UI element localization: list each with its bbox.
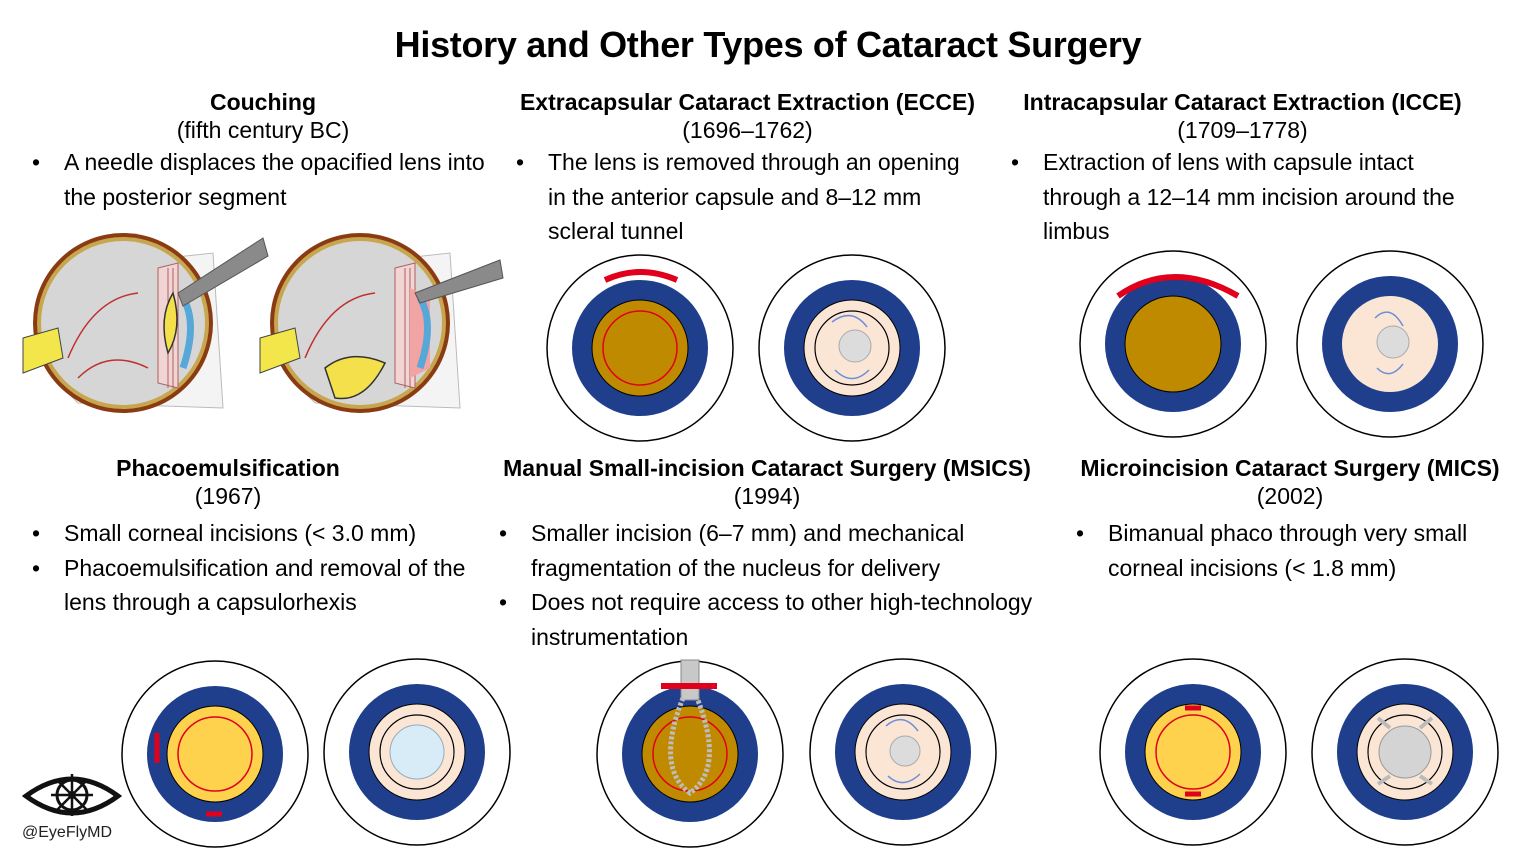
msics-heading: Manual Small-incision Cataract Surgery (…: [503, 455, 1031, 481]
cataract-lens: [641, 705, 739, 803]
ecce-bullet: The lens is removed through an opening i…: [512, 145, 982, 249]
logo-eye-outline: [22, 776, 122, 816]
page-title: History and Other Types of Cataract Surg…: [394, 24, 1142, 65]
optic-nerve: [22, 327, 64, 374]
couching-needle: [414, 259, 504, 304]
mics-diagram-before: [1099, 658, 1287, 846]
phaco-diagram-before: [121, 660, 309, 848]
msics-diagram-after: [809, 658, 997, 846]
iol-haptics: [831, 314, 870, 380]
cornea-arc: [416, 296, 431, 370]
vitreous-body: [41, 241, 205, 405]
ecce-diagram-after: [758, 254, 946, 442]
phaco-bullet: Phacoemulsification and removal of the l…: [28, 551, 478, 620]
phaco-diagram-after: [323, 658, 511, 846]
msics-bullet: Does not require access to other high-te…: [495, 585, 1035, 654]
phaco-bullet: Small corneal incisions (< 3.0 mm): [28, 516, 478, 551]
anterior-chamber-lens: [1376, 325, 1410, 359]
icce-heading: Intracapsular Cataract Extraction (ICCE): [1023, 89, 1462, 115]
icce-bullets: Extraction of lens with capsule intact t…: [1007, 145, 1487, 249]
msics-bullets: Smaller incision (6–7 mm) and mechanical…: [495, 516, 1035, 654]
icce-bullet: Extraction of lens with capsule intact t…: [1007, 145, 1487, 249]
couching-eye-illustration-2: [259, 233, 504, 413]
irrigating-vectis: [680, 659, 700, 701]
msics-diagram-before: [596, 659, 784, 848]
capsulorhexis: [1155, 714, 1231, 790]
brand-handle: @EyeFlyMD: [22, 824, 113, 841]
ecce-bullets: The lens is removed through an opening i…: [512, 145, 982, 249]
scleral-tunnel-incision: [603, 269, 679, 283]
mics-bullet: Bimanual phaco through very small cornea…: [1072, 516, 1522, 585]
iol-haptics: [885, 718, 921, 784]
couching-bullet: A needle displaces the opacified lens in…: [28, 145, 508, 214]
cataract-lens: [1144, 703, 1242, 801]
mics-diagram-after: [1311, 658, 1499, 846]
nucleus-snare: [668, 697, 712, 797]
intraocular-lens: [389, 724, 445, 780]
msics-date: (1994): [733, 483, 801, 509]
ecce-diagram-before: [546, 254, 734, 442]
icce-diagram-before: [1079, 250, 1267, 438]
cataract-lens: [591, 299, 689, 397]
limbal-incision: [1116, 274, 1240, 299]
mics-date: (2002): [1256, 483, 1324, 509]
ecce-heading: Extracapsular Cataract Extraction (ECCE): [519, 89, 976, 115]
optic-nerve: [259, 327, 301, 374]
couching-bullets: A needle displaces the opacified lens in…: [28, 145, 508, 214]
opacified-lens: [163, 291, 178, 355]
iol-haptics: [1374, 311, 1404, 375]
cataract-lens: [1124, 295, 1222, 393]
ecce-date: (1696–1762): [682, 117, 813, 143]
mics-heading: Microincision Cataract Surgery (MICS): [1080, 455, 1500, 481]
cataract-lens: [166, 705, 264, 803]
phaco-date: (1967): [194, 483, 262, 509]
capsulorhexis-edge: [379, 714, 455, 790]
couching-date: (fifth century BC): [176, 117, 350, 143]
retinal-vessels: [67, 292, 149, 379]
capsulotomy-edge: [814, 310, 890, 386]
logo-wheel-spokes: [51, 774, 93, 816]
couching-eye-illustration-1: [22, 233, 269, 413]
displaced-lens: [324, 355, 387, 400]
retinal-vessels: [304, 292, 376, 359]
mics-bullets: Bimanual phaco through very small cornea…: [1072, 516, 1522, 585]
phaco-bullets: Small corneal incisions (< 3.0 mm) Phaco…: [28, 516, 478, 620]
intraocular-lens: [889, 735, 921, 767]
phaco-heading: Phacoemulsification: [116, 455, 340, 481]
icce-diagram-after: [1296, 250, 1484, 438]
capsulorhexis: [177, 716, 253, 792]
iol-haptics: [1376, 716, 1434, 786]
msics-bullet: Smaller incision (6–7 mm) and mechanical…: [495, 516, 1035, 585]
intraocular-lens: [1378, 725, 1432, 779]
icce-date: (1709–1778): [1177, 117, 1308, 143]
capsulorhexis-edge: [1367, 714, 1443, 790]
couching-heading: Couching: [209, 89, 317, 115]
couching-needle: [177, 237, 269, 307]
capsulotomy-edge: [865, 714, 941, 790]
anterior-capsulotomy: [602, 310, 678, 386]
eye-ship-wheel-logo: [22, 774, 122, 816]
intraocular-lens: [838, 329, 872, 363]
